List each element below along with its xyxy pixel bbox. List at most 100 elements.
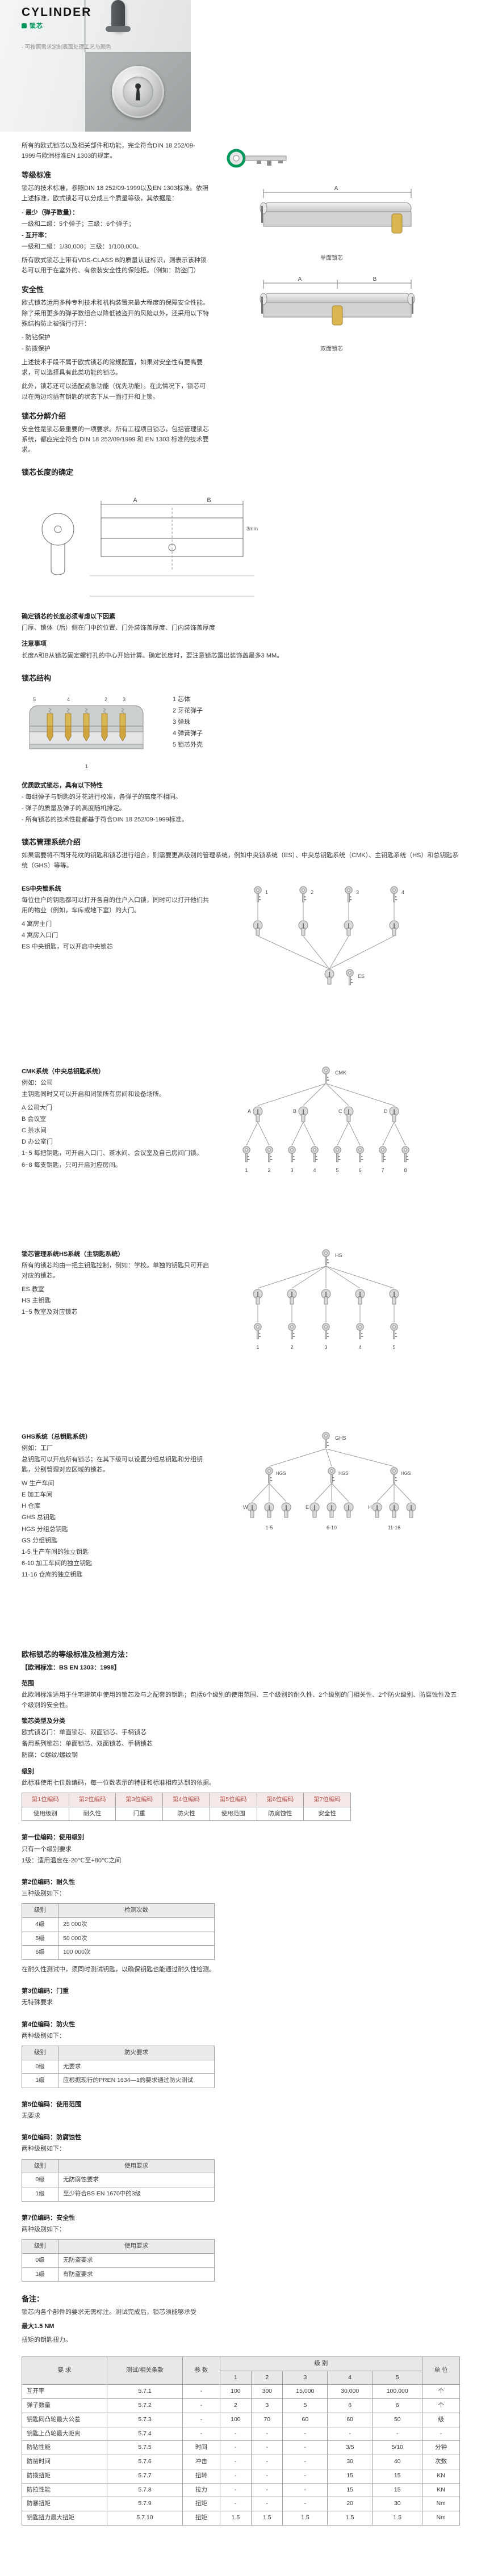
table-cell: -	[182, 2426, 220, 2442]
table-cell: 无要求	[58, 2059, 215, 2075]
table-header: 级别	[22, 2239, 58, 2254]
table-cell: -	[251, 2455, 283, 2469]
note-text: 长度A和B从锁芯固定螺钉孔的中心开始计算。确定长度时，要注意锁芯露出装饰盖最多3…	[22, 652, 283, 659]
key-number: 2	[290, 1344, 293, 1350]
table-cell: 100	[219, 2384, 252, 2400]
key-number: 5	[392, 1344, 395, 1350]
table-cell: -	[251, 2440, 283, 2456]
table-cell: 弹子数量	[22, 2398, 107, 2413]
double-cylinder-figure: A B	[260, 276, 415, 326]
section-length: 锁芯长度的确定 A B 3mm 确定锁芯的长度必须考虑以下因素 门	[22, 466, 460, 661]
code4-text: 两种级别如下：	[22, 2032, 65, 2039]
remark-text: 扭矩的钥匙扭力。	[22, 2336, 72, 2343]
paragraph: 如果需要将不同牙花纹的钥匙和锁芯进行组合，则需要更高级别的管理系统，例如中央锁系…	[22, 852, 459, 870]
table-cell: 防钻性能	[22, 2440, 107, 2456]
list-item: C 茶水间	[22, 1127, 47, 1135]
door-edge	[84, 0, 86, 52]
table-cell: 5.7.6	[106, 2455, 183, 2469]
list-item: W 生产车间	[22, 1480, 55, 1487]
ghs-mid-label: HGS	[276, 1471, 286, 1476]
figure-caption: 双面锁芯	[320, 346, 343, 352]
key-icon	[227, 149, 287, 168]
list-item: GHS 总钥匙	[22, 1514, 56, 1521]
table-cell: 钥匙扭力最大扭矩	[22, 2511, 107, 2526]
section-code3: 第3位编码：门重 无特殊要求	[22, 1986, 460, 2008]
ghs-mid-label: HGS	[338, 1471, 348, 1476]
list-item: 欧式锁芯门：单面锁芯、双面锁芯、手柄锁芯	[22, 1729, 147, 1736]
factors-text: 门厚、锁体（后）侧在门中的位置、门外装饰盖厚度、门内装饰盖厚度	[22, 625, 215, 632]
table-cell: 3/5	[327, 2440, 373, 2456]
table-cell: 防拉性能	[22, 2482, 107, 2498]
table-cell: Nm	[422, 2497, 460, 2512]
table-header: 要 求	[22, 2356, 107, 2385]
brand-mark-icon	[22, 23, 27, 28]
table-cell: KN	[422, 2468, 460, 2484]
table-cell: 70	[251, 2412, 283, 2427]
dimension-label: A	[334, 185, 338, 192]
table-cell: 1级	[22, 2267, 58, 2282]
table-cell: 40	[372, 2455, 423, 2469]
key-number: 6	[358, 1167, 361, 1173]
table-cell: 无防盗要求	[58, 2253, 215, 2268]
list-item: D 办公室门	[22, 1139, 53, 1146]
code7-text: 两种级别如下：	[22, 2226, 65, 2233]
list-item: ES 教室	[22, 1285, 44, 1293]
code1-title: 第一位编码：使用级别	[22, 1834, 84, 1841]
table-cell: 60	[282, 2412, 328, 2427]
table-cell: 次数	[422, 2455, 460, 2469]
callout-number: 4	[67, 697, 70, 702]
ghs-title: GHS系统（总钥匙系统）	[22, 1433, 91, 1440]
table-cell: 0级	[22, 2173, 58, 2188]
bullet: - 最少（弹子数量）：	[22, 209, 79, 216]
table-cell: 扭矩	[182, 2497, 220, 2512]
table-cell: 门重	[115, 1806, 164, 1822]
table-header: 级别	[22, 2158, 58, 2174]
intro-paragraph: 所有的欧式锁芯以及相关部件和功能，完全符合DIN 18 252/09-1999与…	[22, 142, 195, 160]
ghs-diagram: GHS HGS HGS HGS W E H 1-5 6-10	[243, 1431, 416, 1531]
table-cell: 使用级别	[22, 1806, 69, 1822]
table-cell: 15	[327, 2468, 373, 2484]
table-cell: 5.7.9	[106, 2497, 183, 2512]
list-item: 1 芯体	[173, 695, 191, 703]
table-cell: 100,000	[372, 2384, 423, 2400]
code3-title: 第3位编码：门重	[22, 1988, 69, 1995]
list-item: H 仓库	[22, 1503, 40, 1510]
table-header: 第6位编码	[256, 1792, 304, 1807]
table-cell: -	[219, 2426, 252, 2442]
table-header: 第7位编码	[303, 1792, 351, 1807]
table-header: 第2位编码	[68, 1792, 116, 1807]
factors-title: 确定锁芯的长度必须考虑以下因素	[22, 613, 115, 621]
table-cell: KN	[422, 2482, 460, 2498]
key-number: 3	[324, 1344, 327, 1350]
section-standard: 欧标锁芯的等级标准及检测方法： 【欧洲标准：BS EN 1303：1998】 范…	[22, 1649, 460, 1822]
table-header: 级别	[22, 2045, 58, 2060]
table-cell: -	[282, 2426, 328, 2442]
table-cell: 15	[372, 2468, 423, 2484]
table-cell: Nm	[422, 2511, 460, 2526]
remark-strong: 最大1.5 NM	[22, 2322, 55, 2330]
section-title-security: 安全性	[22, 285, 44, 294]
list-item: 4 寓房主门	[22, 920, 52, 927]
cylinder-face-photo	[85, 52, 191, 132]
key-number: 8	[404, 1167, 407, 1173]
dimension-label: 3mm	[246, 526, 258, 532]
table-row: 1级至少符合BS EN 1670中的3级	[22, 2187, 215, 2202]
keyhole-icon	[135, 83, 141, 89]
list-item: - 每组弹子与钥匙的牙花进行校准，各弹子的高度不相同。	[22, 793, 182, 800]
es-title: ES中央锁系统	[22, 885, 61, 892]
dimension-label: A	[298, 276, 302, 283]
list-item: - 所有锁芯的技术性能都基于符合DIN 18 252/09-1999标准。	[22, 816, 188, 824]
table-cell: 15	[327, 2482, 373, 2498]
dimension-label: B	[207, 497, 211, 504]
